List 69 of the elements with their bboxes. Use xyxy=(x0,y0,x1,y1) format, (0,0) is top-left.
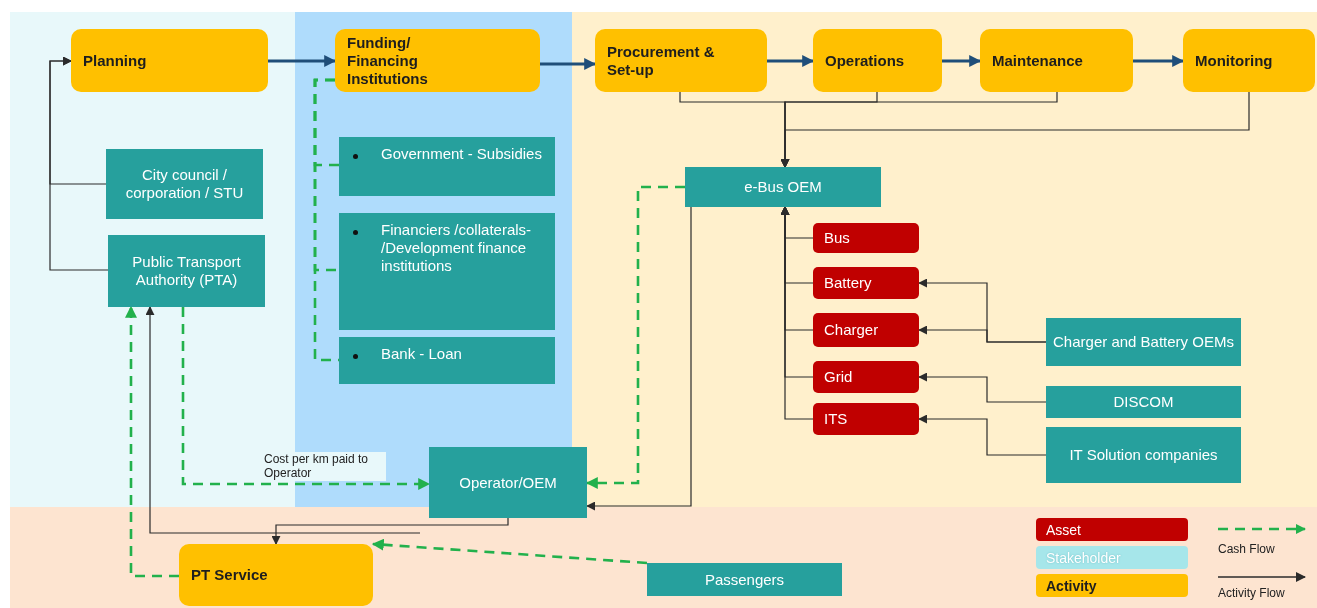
stakeholder-box xyxy=(339,213,555,330)
asset-box xyxy=(813,313,919,347)
box-label: PT Service xyxy=(191,566,268,584)
activity-flow-arrow xyxy=(767,55,815,67)
asset-box xyxy=(813,267,919,299)
legend-label: Stakeholder xyxy=(1046,549,1121,566)
activity-box xyxy=(980,29,1133,92)
asset-box xyxy=(813,403,919,435)
stakeholder-box xyxy=(1046,427,1241,483)
stakeholder-box xyxy=(108,235,265,307)
box-label: ITS xyxy=(824,410,848,428)
box-label: Charger xyxy=(824,321,879,339)
stakeholder-box xyxy=(1046,318,1241,366)
stakeholder-box xyxy=(339,137,555,196)
cash-flow-arrow xyxy=(181,307,431,490)
activity-flow-arrow xyxy=(271,517,509,545)
box-label: Financiers /collaterals- /Development finance institutions xyxy=(381,221,533,275)
activity-flow-arrow xyxy=(780,91,1250,168)
activity-flow-arrow xyxy=(918,414,1047,456)
legend-label: Asset xyxy=(1046,521,1081,538)
box-label: e-Bus OEM xyxy=(744,178,822,196)
box-label: Bus xyxy=(824,229,850,247)
box-label: Passengers xyxy=(704,570,785,589)
activity-box xyxy=(335,29,540,92)
activity-flow-arrow xyxy=(918,325,1047,343)
activity-flow-arrow xyxy=(780,206,814,420)
legend-label: Activity Flow xyxy=(1218,586,1285,600)
activity-box xyxy=(813,29,942,92)
stakeholder-box xyxy=(1046,386,1241,418)
box-label: Government - Subsidies xyxy=(381,145,542,163)
activity-flow-arrow xyxy=(1133,55,1185,67)
edge-label: Cost per km paid to Operator xyxy=(262,452,386,481)
box-label: Operator/OEM xyxy=(459,473,557,492)
box-label: Maintenance xyxy=(992,51,1083,70)
activity-flow-arrow xyxy=(145,306,421,534)
activity-flow-arrow xyxy=(586,206,692,511)
asset-box xyxy=(813,361,919,393)
stakeholder-box xyxy=(685,167,881,207)
stakeholder-box xyxy=(647,563,842,596)
activity-flow-arrow xyxy=(540,58,597,70)
stakeholder-box xyxy=(106,149,263,219)
stakeholder-box xyxy=(339,337,555,384)
box-label: Charger and Battery OEMs xyxy=(1053,333,1234,351)
box-label: Funding/ Financing Institutions xyxy=(347,33,429,88)
cash-flow-arrow xyxy=(371,538,648,565)
stakeholder-box xyxy=(429,447,587,518)
box-label: Procurement & Set-up xyxy=(607,42,716,79)
legend-label: Cash Flow xyxy=(1218,542,1275,556)
box-label: Operations xyxy=(825,51,905,70)
box-label: Grid xyxy=(824,368,853,386)
box-label: Monitoring xyxy=(1195,51,1273,70)
box-label: Battery xyxy=(824,274,872,292)
box-label: Bank - Loan xyxy=(381,345,462,363)
activity-box xyxy=(71,29,268,92)
activity-box xyxy=(179,544,373,606)
box-label: Planning xyxy=(83,51,147,70)
activity-flow-arrow xyxy=(942,55,982,67)
box-label: Public Transport Authority (PTA) xyxy=(131,253,242,289)
cash-flow-arrow xyxy=(125,305,179,578)
box-label: IT Solution companies xyxy=(1069,446,1218,464)
activity-flow-arrow xyxy=(918,372,1047,403)
box-label: DISCOM xyxy=(1113,393,1174,411)
activity-box xyxy=(595,29,767,92)
activity-flow-arrow xyxy=(268,55,337,67)
asset-box xyxy=(813,223,919,253)
legend-label: Activity xyxy=(1046,577,1097,594)
activity-flow-arrow xyxy=(49,56,109,271)
box-label: City council / corporation / STU xyxy=(124,166,245,202)
activity-box xyxy=(1183,29,1315,92)
